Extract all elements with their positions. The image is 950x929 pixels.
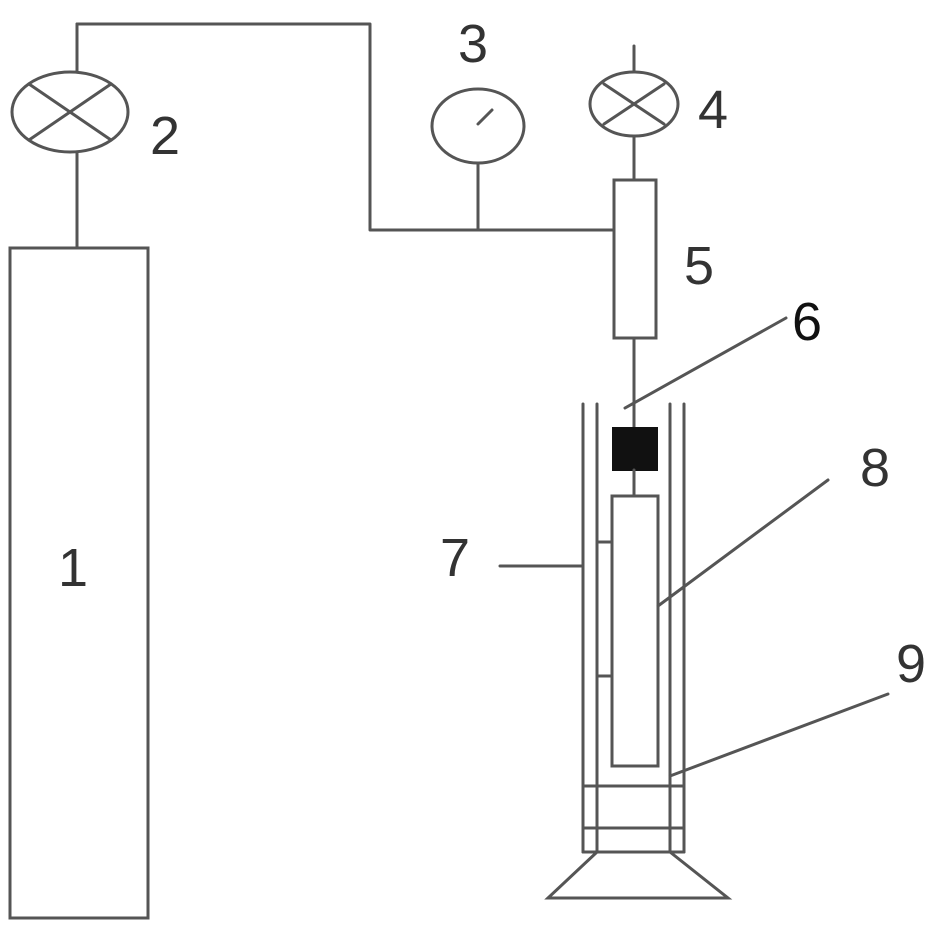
inner-tube: [610, 494, 660, 768]
leader-line-8: [656, 478, 830, 608]
label-base: 9: [896, 634, 926, 694]
label-gauge: 3: [458, 14, 488, 74]
gas-line: [75, 22, 616, 232]
label-plug: 6: [792, 292, 822, 352]
leader-line-6: [623, 316, 788, 410]
label-main-valve: 2: [150, 106, 180, 166]
vessel: [612, 178, 658, 340]
vent-valve-icon: [588, 70, 680, 138]
label-outer-tube: 7: [440, 528, 470, 588]
label-inner-tube: 8: [860, 438, 890, 498]
plug: [612, 427, 658, 471]
base-foot: [544, 850, 733, 900]
leader-line-9: [668, 692, 890, 778]
gas-cylinder: [8, 246, 150, 920]
pressure-gauge-icon: [430, 87, 526, 165]
label-vent-valve: 4: [698, 80, 728, 140]
label-vessel: 5: [684, 236, 714, 296]
main-valve-icon: [10, 70, 130, 154]
label-cylinder: 1: [58, 538, 88, 598]
